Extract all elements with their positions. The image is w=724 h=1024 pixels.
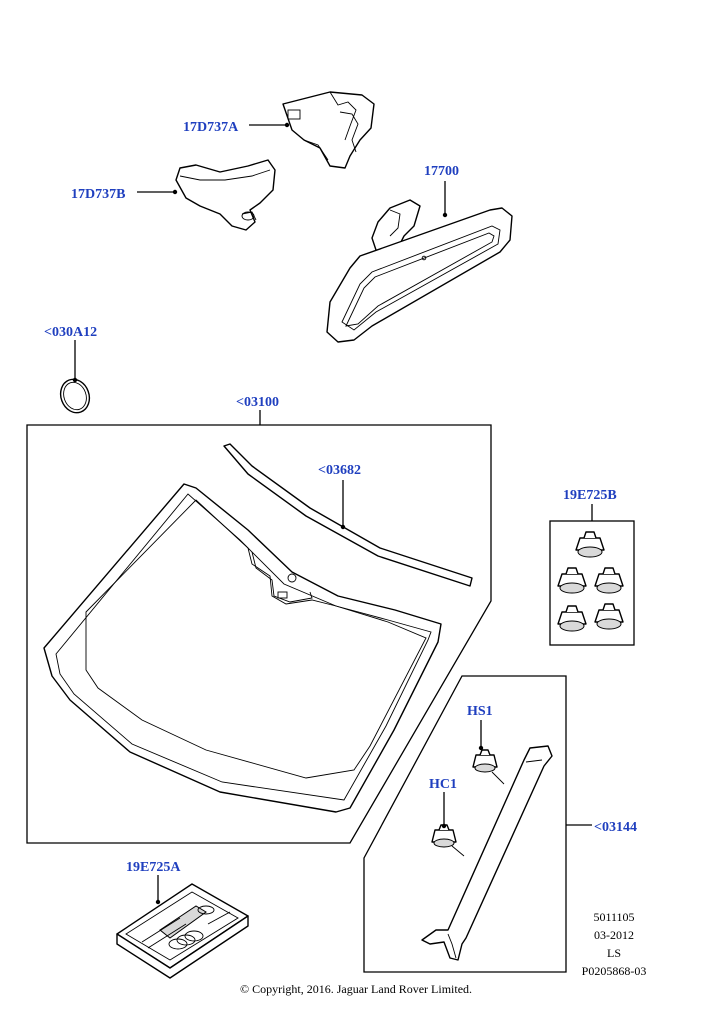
leader-dot-19e725a <box>155 899 161 905</box>
meta-line-3: LS <box>607 946 621 960</box>
leader-dot-03682 <box>340 524 346 530</box>
part-hs1-clip[interactable] <box>472 749 498 773</box>
leader-dot-030a12 <box>72 377 78 383</box>
part-19e725b-clips[interactable] <box>557 531 624 632</box>
label-17700[interactable]: 17700 <box>424 164 459 179</box>
label-hc1[interactable]: HC1 <box>429 777 457 792</box>
clip <box>575 531 605 558</box>
leader-dot-17d737a <box>284 122 290 128</box>
label-03100[interactable]: <03100 <box>236 395 279 410</box>
part-030a12-ring[interactable] <box>56 375 94 417</box>
clip <box>594 567 624 594</box>
clip <box>557 567 587 594</box>
label-03144[interactable]: <03144 <box>594 820 637 835</box>
leader-dot-hs1 <box>478 745 484 751</box>
frame-03100 <box>26 424 492 844</box>
hc1-fixing-line <box>451 845 465 857</box>
hs1-fixing-line <box>491 771 505 785</box>
meta-line-1: 5011105 <box>593 910 634 924</box>
label-19e725b[interactable]: 19E725B <box>563 488 617 503</box>
label-17d737b[interactable]: 17D737B <box>71 187 125 202</box>
part-17d737a-cover[interactable] <box>282 91 375 169</box>
part-03144-pillar-trim[interactable] <box>421 745 553 961</box>
leader-dot-17700 <box>442 212 448 218</box>
clip <box>594 603 624 630</box>
part-03682-moulding[interactable] <box>223 443 473 587</box>
copyright-notice: © Copyright, 2016. Jaguar Land Rover Lim… <box>240 982 472 996</box>
leader-dot-hc1 <box>441 823 447 829</box>
label-17d737a[interactable]: 17D737A <box>183 120 239 135</box>
frame-03144 <box>363 675 567 973</box>
part-19e725a-kit[interactable] <box>116 883 249 979</box>
part-hc1-clip[interactable] <box>431 824 457 848</box>
meta-line-2: 03-2012 <box>594 928 634 942</box>
part-windscreen-glass[interactable] <box>43 483 442 813</box>
clip <box>557 605 587 632</box>
label-030a12[interactable]: <030A12 <box>44 325 97 340</box>
meta-line-4: P0205868-03 <box>582 964 647 978</box>
label-19e725a[interactable]: 19E725A <box>126 860 181 875</box>
part-17700-rear-view-mirror[interactable] <box>326 199 513 343</box>
label-03682[interactable]: <03682 <box>318 463 361 478</box>
part-17d737b-cover[interactable] <box>175 159 276 231</box>
leader-dot-17d737b <box>172 189 178 195</box>
label-hs1[interactable]: HS1 <box>467 704 493 719</box>
